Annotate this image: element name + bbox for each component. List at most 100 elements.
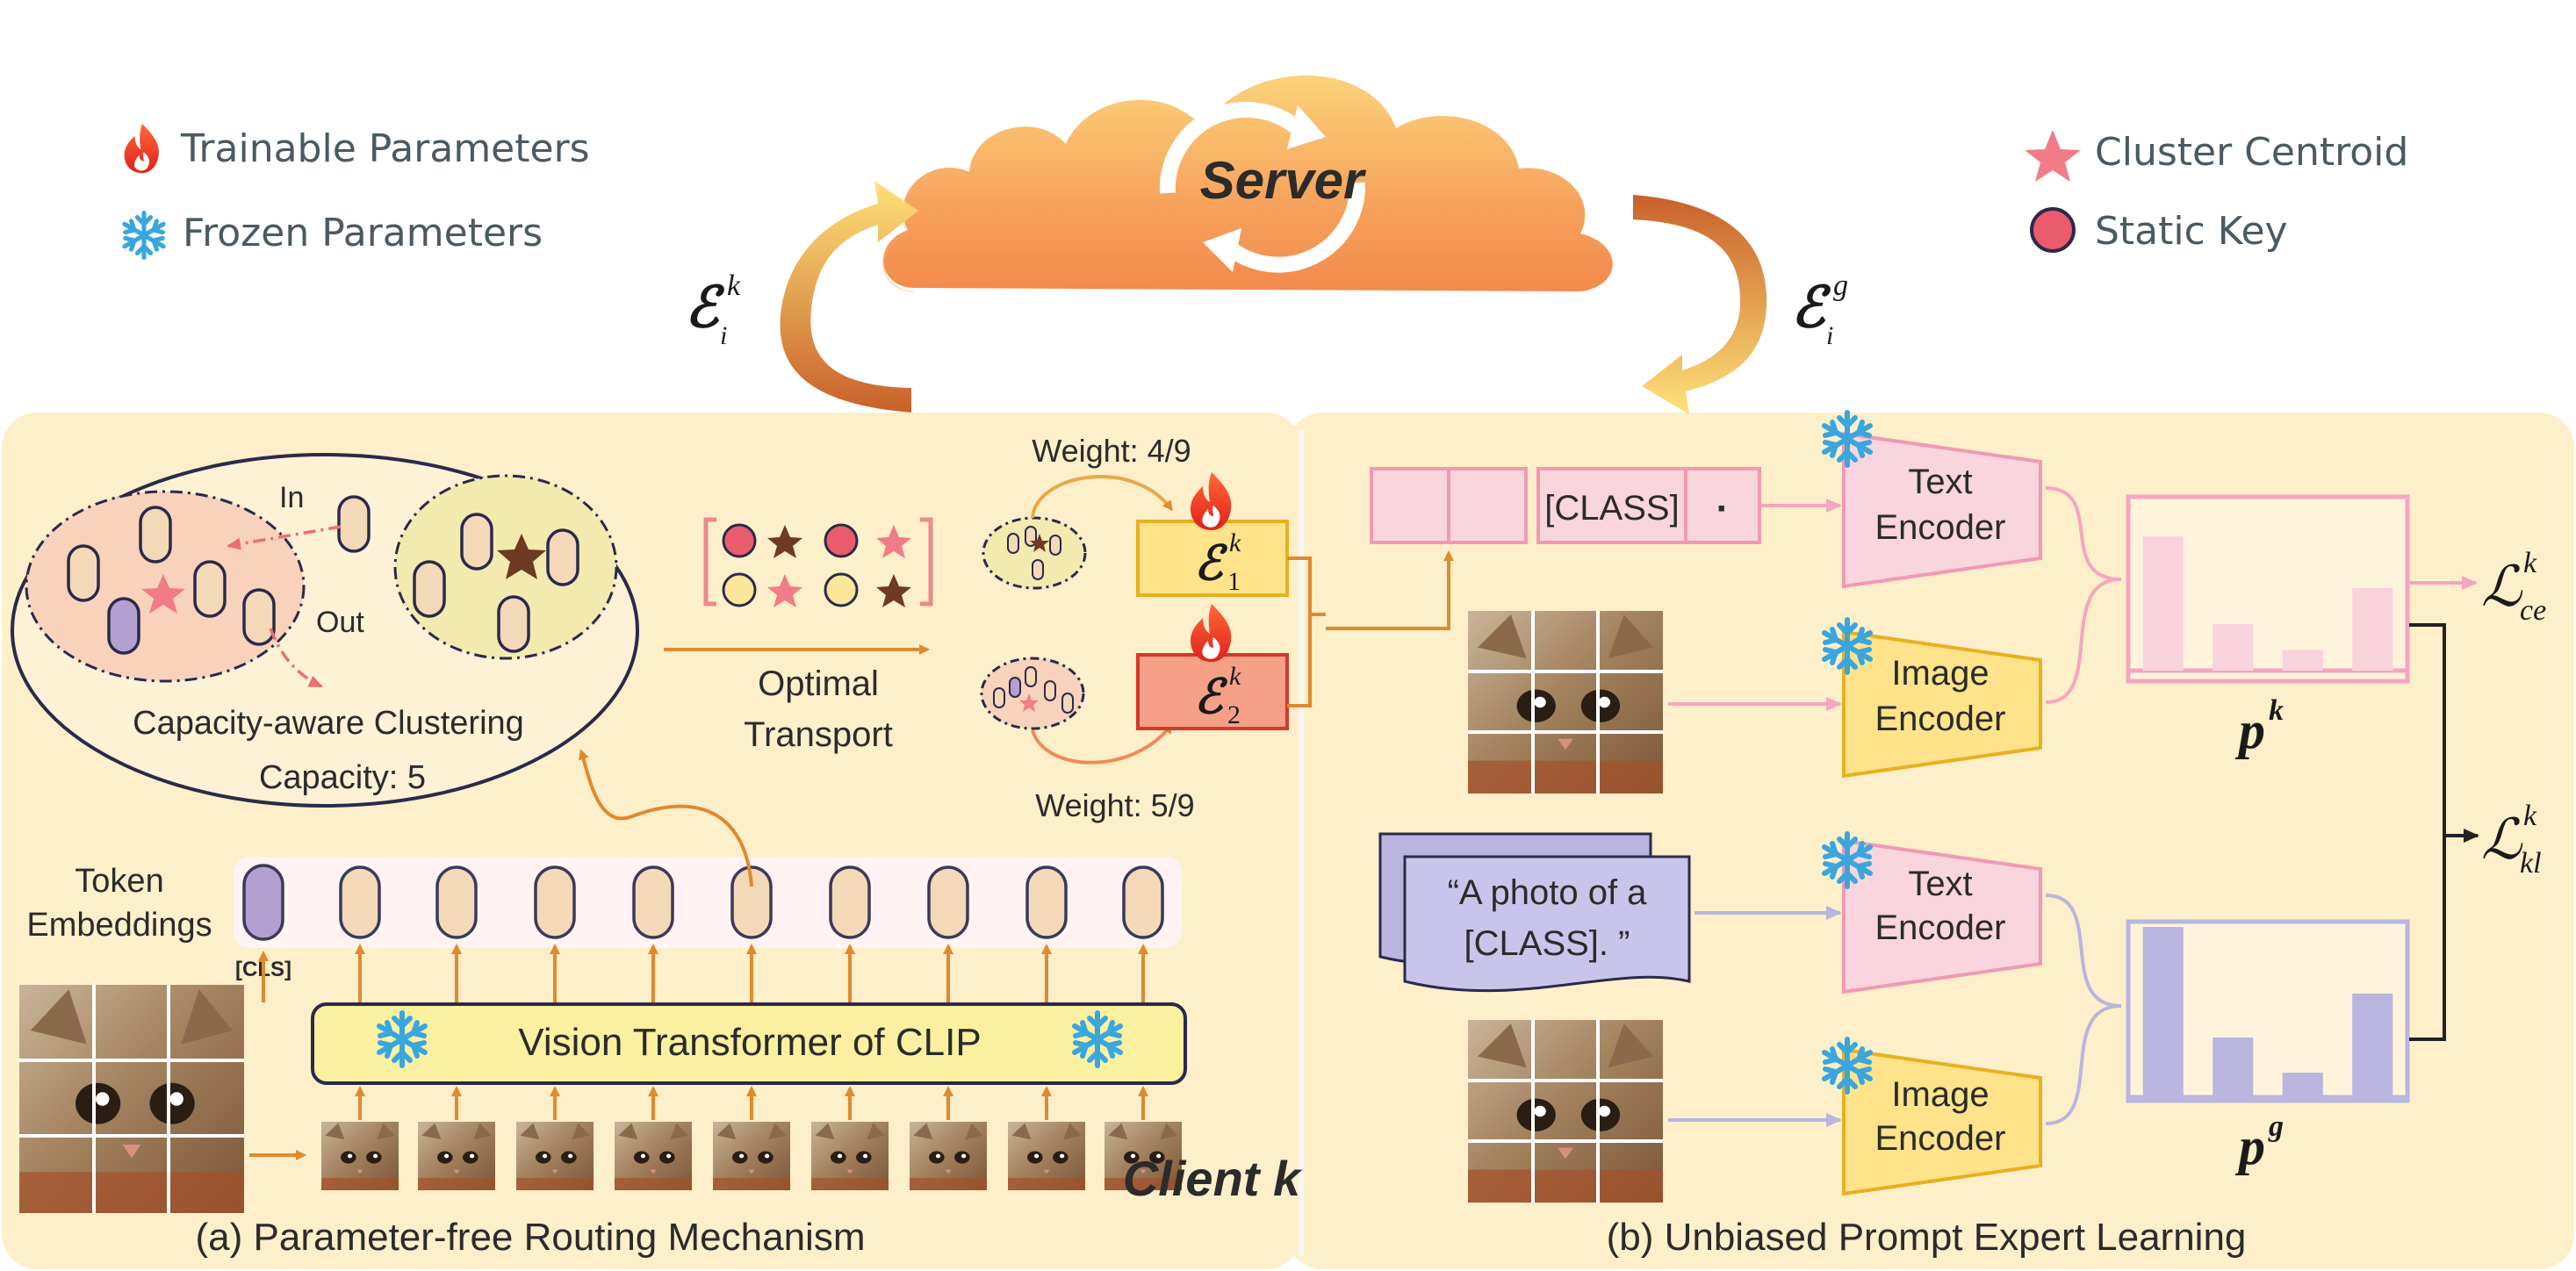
image-encoder-top: Image Encoder xyxy=(1824,620,2042,779)
expert1-sup: k xyxy=(1229,528,1241,557)
download-symbol: ℰ g i xyxy=(1791,269,1848,350)
loss-kl-sub: kl xyxy=(2520,847,2542,880)
upload-arrow xyxy=(780,181,918,413)
in-label: In xyxy=(279,481,304,514)
mini-cluster-two xyxy=(980,657,1085,730)
server-label: Server xyxy=(1200,151,1367,210)
expert-two: ℰ k 2 xyxy=(1136,604,1289,730)
clustering-title: Capacity-aware Clustering xyxy=(133,705,524,742)
expert2-symbol: ℰ xyxy=(1194,671,1228,723)
upload-symbol: ℰ k i xyxy=(685,269,741,350)
legend-centroid: Cluster Centroid xyxy=(2025,130,2408,182)
token xyxy=(435,865,478,939)
cycle-arrow-icon xyxy=(1159,102,1306,194)
pk-label: p xyxy=(2234,701,2265,759)
expert2-sub: 2 xyxy=(1227,700,1241,729)
text-encoder-top: Text Encoder xyxy=(1824,413,2042,589)
token xyxy=(829,865,871,939)
transport-matrix xyxy=(703,517,933,607)
bar xyxy=(2213,1038,2254,1097)
prompt-line1: “A photo of a xyxy=(1448,873,1648,912)
centroid-star-icon xyxy=(141,574,185,614)
vision-transformer: Vision Transformer of CLIP xyxy=(311,1002,1187,1085)
download-expert-sub: i xyxy=(1826,321,1833,350)
pk-sup: k xyxy=(2269,694,2284,727)
pg-sup: g xyxy=(2268,1110,2284,1143)
left-panel-caption: (a) Parameter-free Routing Mechanism xyxy=(196,1216,866,1259)
loss-ce-sub: ce xyxy=(2520,594,2546,627)
patch xyxy=(910,1122,987,1190)
bar xyxy=(2213,624,2254,671)
pg-bars xyxy=(2142,927,2393,1097)
pk-chart: p k xyxy=(2126,494,2410,759)
top-merge-brace xyxy=(2045,486,2122,704)
expert-merge-connector xyxy=(1287,557,1326,707)
upload-expert-sup: k xyxy=(727,269,741,302)
prompt-template: “A photo of a [CLASS]. ” xyxy=(1378,832,1691,993)
vit-output-arrows xyxy=(258,944,1148,1002)
class-token-label: [CLASS] xyxy=(1544,489,1679,528)
patch xyxy=(811,1122,889,1190)
text-encoder-label-line1: Text xyxy=(1908,463,1972,501)
cat-image-top xyxy=(1468,611,1663,793)
prompt-line2: [CLASS]. ” xyxy=(1464,924,1630,963)
text-encoder-label-line2: Encoder xyxy=(1875,908,2006,947)
bar xyxy=(2282,650,2323,671)
circle-icon xyxy=(2030,207,2076,253)
text-encoder-bottom: Text Encoder xyxy=(1824,834,2042,995)
server-cloud: Server xyxy=(882,75,1613,292)
legend-frozen: Frozen Parameters xyxy=(125,211,543,258)
legend-static-key-label: Static Key xyxy=(2095,209,2288,254)
legend-frozen-label: Frozen Parameters xyxy=(183,211,543,255)
bar xyxy=(2352,587,2393,671)
loss-kl: ℒ k kl xyxy=(2481,800,2542,880)
token xyxy=(339,865,381,939)
transport-label: Transport xyxy=(744,715,893,754)
bar xyxy=(2282,1073,2323,1097)
pg-chart: p g xyxy=(2126,919,2410,1175)
out-label: Out xyxy=(316,606,364,639)
centroid-star-dark-icon xyxy=(497,534,546,579)
token xyxy=(1122,865,1164,939)
expert1-weight: Weight: 4/9 xyxy=(1032,433,1191,469)
loss-kl-symbol: ℒ xyxy=(2481,808,2523,871)
image-encoder-bottom: Image Encoder xyxy=(1824,1039,2042,1196)
capacity-aware-clustering: In Out Capacity-aware Clustering Capacit… xyxy=(11,453,639,808)
optimal-label: Optimal xyxy=(758,664,879,703)
pk-bars xyxy=(2142,536,2393,671)
download-expert-sup: g xyxy=(1833,269,1848,302)
capacity-label: Capacity: 5 xyxy=(259,759,426,796)
bottom-merge-brace xyxy=(2045,894,2122,1125)
bar xyxy=(2352,994,2393,1097)
loss-kl-sup: k xyxy=(2523,800,2537,832)
text-encoder-label-line1: Text xyxy=(1908,865,1972,903)
pg-label: p xyxy=(2234,1117,2265,1175)
expert2-sup: k xyxy=(1229,662,1241,691)
cluster-two xyxy=(393,474,618,660)
token xyxy=(1025,865,1068,939)
loss-ce: ℒ k ce xyxy=(2481,547,2546,627)
download-expert-symbol: ℰ xyxy=(1791,276,1831,339)
patch xyxy=(516,1122,594,1190)
image-encoder-label-line1: Image xyxy=(1891,654,1989,693)
image-patches xyxy=(321,1122,1182,1190)
expert2-weight: Weight: 5/9 xyxy=(1035,787,1194,823)
upload-expert-sub: i xyxy=(720,321,727,350)
patch xyxy=(615,1122,692,1190)
token xyxy=(632,865,674,939)
loss-ce-symbol: ℒ xyxy=(2481,556,2523,618)
right-panel-caption: (b) Unbiased Prompt Expert Learning xyxy=(1607,1216,2247,1259)
token-label-line2: Embeddings xyxy=(26,907,212,944)
star-icon xyxy=(2025,130,2081,182)
cls-token xyxy=(242,864,284,941)
image-encoder-label-line2: Encoder xyxy=(1875,700,2006,738)
loss-ce-sup: k xyxy=(2523,547,2537,579)
expert1-sub: 1 xyxy=(1227,567,1241,596)
vit-label: Vision Transformer of CLIP xyxy=(518,1021,981,1064)
image-encoder-label-line2: Encoder xyxy=(1875,1119,2006,1158)
upload-expert-symbol: ℰ xyxy=(685,276,725,339)
learnable-prompt: [CLASS] · xyxy=(1370,467,1761,544)
download-arrow xyxy=(1633,195,1767,414)
tokens-to-clustering-arrow xyxy=(579,749,753,887)
